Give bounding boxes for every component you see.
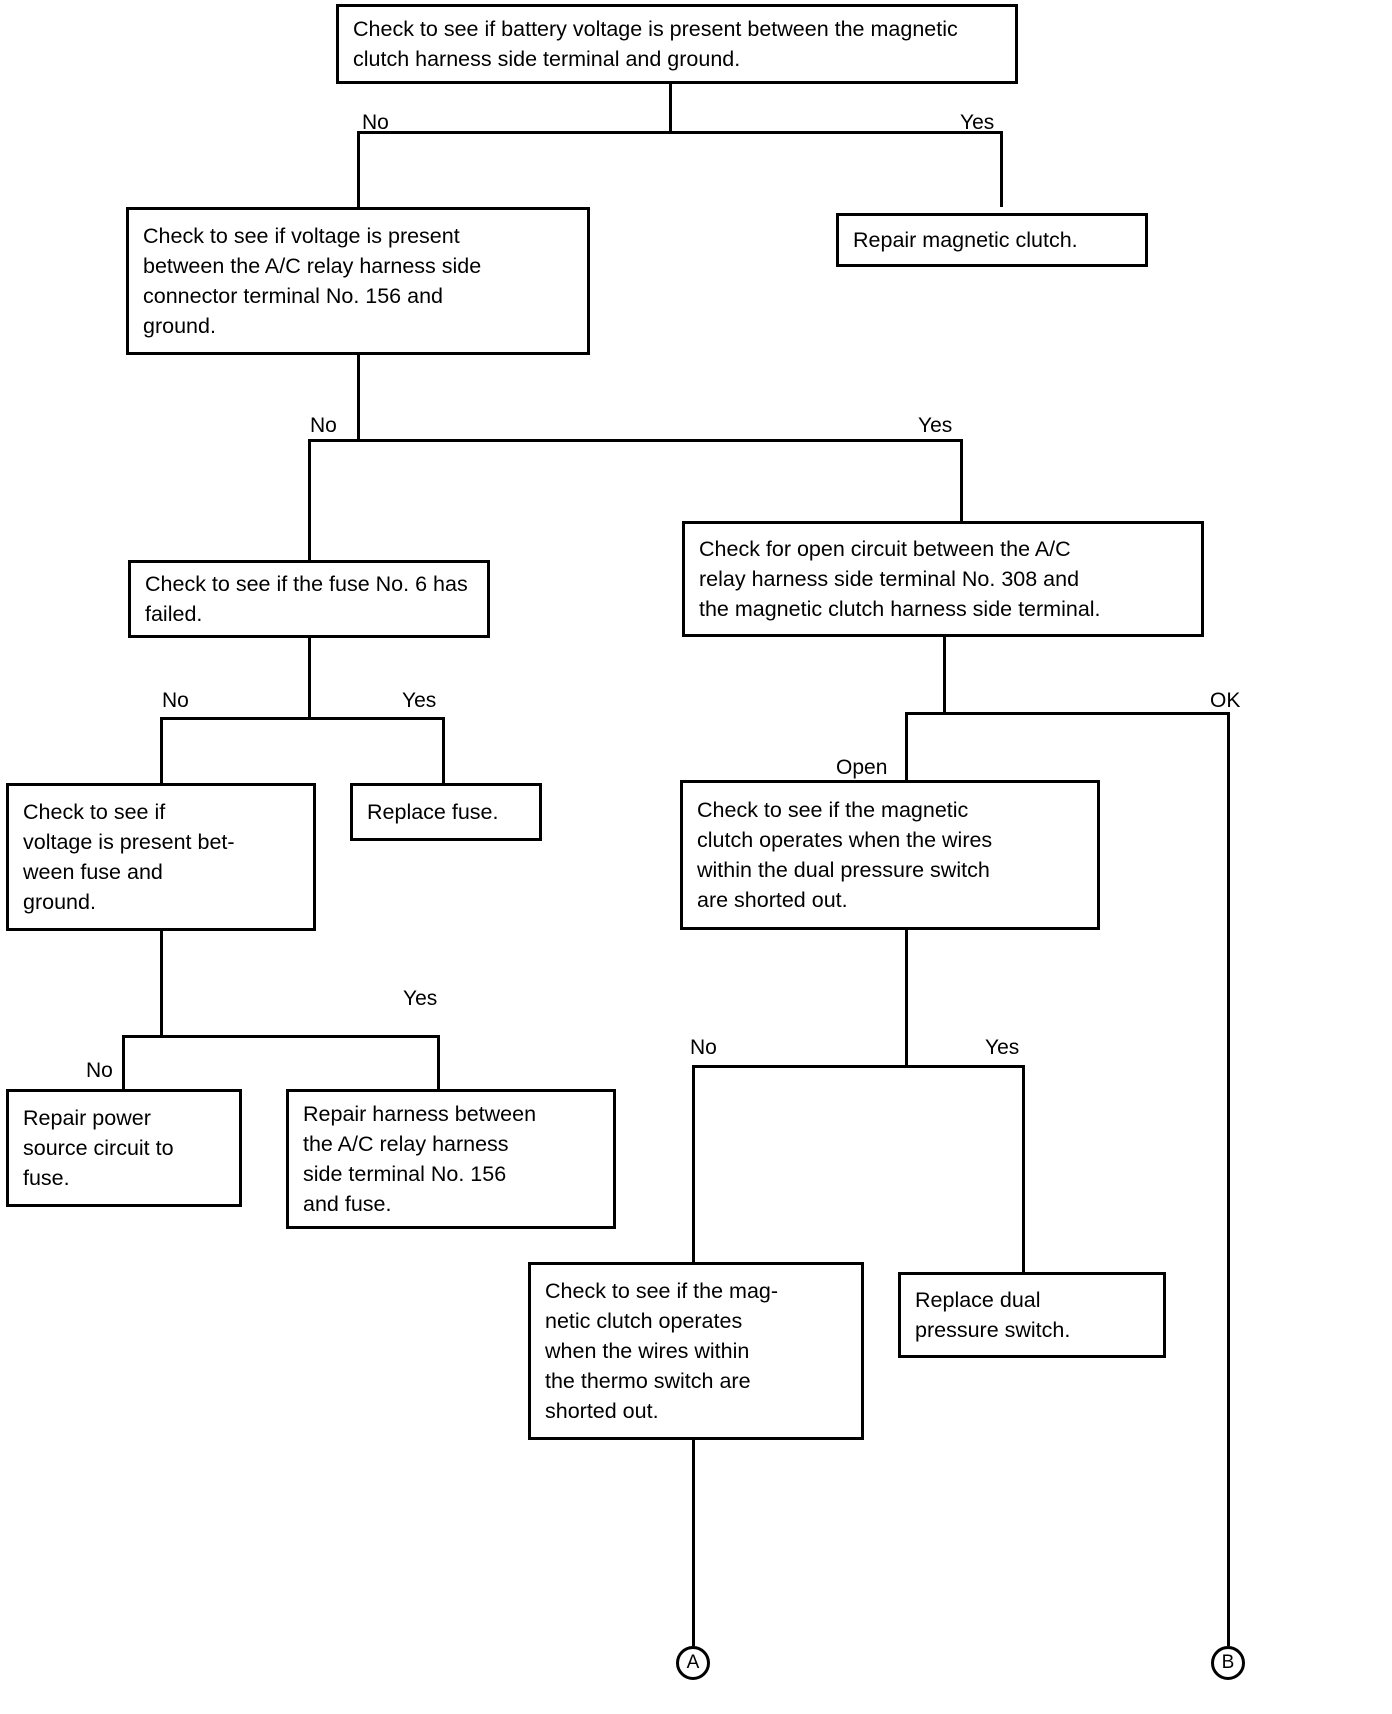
label-n6-yes: Yes xyxy=(403,987,438,1010)
label-n4-yes: Yes xyxy=(402,689,437,712)
node-repair-harness-156-text: Repair harness between the A/C relay har… xyxy=(303,1102,537,1216)
node-battery-voltage-check[interactable]: Check to see if battery voltage is prese… xyxy=(336,4,1018,84)
edge-n5-split xyxy=(905,712,1230,715)
edge-n6-left-down xyxy=(122,1035,125,1089)
label-n2-yes: Yes xyxy=(918,414,953,437)
edge-n8-right-down xyxy=(1022,1065,1025,1272)
node-repair-power-source[interactable]: Repair power source circuit to fuse. xyxy=(6,1089,242,1207)
node-replace-fuse[interactable]: Replace fuse. xyxy=(350,783,542,841)
node-dual-pressure-switch-check-text: Check to see if the magnetic clutch oper… xyxy=(697,798,993,912)
edge-n5-left-down xyxy=(905,712,908,780)
edge-n2-stem xyxy=(357,355,360,439)
edge-n1-split xyxy=(357,131,1003,134)
label-n1-yes: Yes xyxy=(960,111,995,134)
node-thermo-switch-check[interactable]: Check to see if the mag- netic clutch op… xyxy=(528,1262,864,1440)
edge-n8-center-up xyxy=(905,1025,908,1065)
label-n2-no: No xyxy=(310,414,337,437)
connector-b-label: B xyxy=(1221,1652,1235,1673)
node-battery-voltage-check-text: Check to see if battery voltage is prese… xyxy=(353,17,958,71)
edge-n8-split xyxy=(692,1065,1025,1068)
edge-n6-split xyxy=(122,1035,440,1038)
edge-n6-stem xyxy=(160,931,163,1035)
node-thermo-switch-check-text: Check to see if the mag- netic clutch op… xyxy=(545,1279,779,1423)
label-n6-no: No xyxy=(86,1059,113,1082)
node-relay-156-voltage-check-text: Check to see if voltage is present betwe… xyxy=(143,224,482,338)
node-fuse-6-check-text: Check to see if the fuse No. 6 has faile… xyxy=(145,572,468,626)
node-replace-fuse-text: Replace fuse. xyxy=(367,800,499,824)
node-fuse-ground-voltage-check[interactable]: Check to see if voltage is present bet- … xyxy=(6,783,316,931)
label-n4-no: No xyxy=(162,689,189,712)
label-n1-no: No xyxy=(362,111,389,134)
edge-n1-stem xyxy=(669,84,672,131)
edge-n8-left-down xyxy=(692,1065,695,1287)
label-n8-yes: Yes xyxy=(985,1036,1020,1059)
edge-n1-left-down xyxy=(357,131,360,207)
node-fuse-ground-voltage-check-text: Check to see if voltage is present bet- … xyxy=(23,800,235,914)
node-dual-pressure-switch-check[interactable]: Check to see if the magnetic clutch oper… xyxy=(680,780,1100,930)
node-repair-magnetic-clutch-text: Repair magnetic clutch. xyxy=(853,228,1078,252)
label-n5-open: Open xyxy=(836,756,888,779)
node-repair-harness-156[interactable]: Repair harness between the A/C relay har… xyxy=(286,1089,616,1229)
connector-a[interactable]: A xyxy=(676,1646,710,1680)
edge-n2-right-down xyxy=(960,439,963,521)
edge-n8-stem xyxy=(905,930,908,1025)
edge-n2-left-down xyxy=(308,439,311,560)
node-repair-magnetic-clutch[interactable]: Repair magnetic clutch. xyxy=(836,213,1148,267)
node-replace-dual-pressure-switch-text: Replace dual pressure switch. xyxy=(915,1288,1071,1342)
connector-b[interactable]: B xyxy=(1211,1646,1245,1680)
node-repair-power-source-text: Repair power source circuit to fuse. xyxy=(23,1106,174,1190)
edge-n5-stem xyxy=(943,637,946,712)
edge-n1-right-down xyxy=(1000,131,1003,207)
edge-n4-stem xyxy=(308,638,311,717)
node-open-circuit-308-check-text: Check for open circuit between the A/C r… xyxy=(699,537,1101,621)
edge-n4-left-down xyxy=(160,717,163,783)
node-fuse-6-check[interactable]: Check to see if the fuse No. 6 has faile… xyxy=(128,560,490,638)
edge-n11-to-a xyxy=(692,1440,695,1646)
edge-n6-right-down xyxy=(437,1035,440,1089)
edge-n4-right-down xyxy=(442,717,445,783)
edge-n4-split xyxy=(160,717,445,720)
edge-n5-ok-down xyxy=(1227,712,1230,1646)
node-replace-dual-pressure-switch[interactable]: Replace dual pressure switch. xyxy=(898,1272,1166,1358)
edge-n2-split xyxy=(308,439,963,442)
label-n5-ok: OK xyxy=(1210,689,1241,712)
node-open-circuit-308-check[interactable]: Check for open circuit between the A/C r… xyxy=(682,521,1204,637)
node-relay-156-voltage-check[interactable]: Check to see if voltage is present betwe… xyxy=(126,207,590,355)
connector-a-label: A xyxy=(686,1652,700,1673)
label-n8-no: No xyxy=(690,1036,717,1059)
